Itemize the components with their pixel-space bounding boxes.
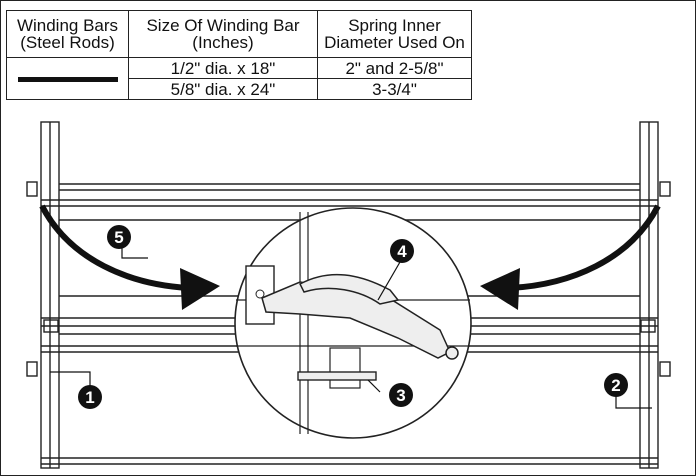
callout-label: 2: [611, 376, 620, 395]
diameter-cell: 3-3/4": [317, 78, 472, 100]
locking-pliers-icon: [261, 273, 459, 360]
header-line: (Inches): [192, 33, 254, 52]
callout-1: 1: [78, 385, 102, 409]
callout-3: 3: [389, 383, 413, 407]
header-winding-bars: Winding Bars (Steel Rods): [6, 10, 129, 58]
header-line: Size Of Winding Bar: [146, 16, 300, 35]
winding-bar-table: Winding Bars (Steel Rods) Size Of Windin…: [6, 10, 472, 100]
callout-label: 1: [85, 388, 94, 407]
header-line: Spring Inner: [348, 16, 441, 35]
detail-circle: [234, 207, 472, 439]
header-line: Diameter Used On: [324, 33, 465, 52]
diameter-cell: 2" and 2-5/8": [317, 57, 472, 79]
steel-rod-icon: [17, 77, 118, 83]
callout-2: 2: [604, 373, 628, 397]
table-row: 1/2" dia. x 18" 2" and 2-5/8": [6, 57, 472, 100]
size-cell: 1/2" dia. x 18": [128, 57, 318, 79]
header-size: Size Of Winding Bar (Inches): [128, 10, 318, 58]
table-row: 5/8" dia. x 24" 3-3/4": [7, 78, 472, 100]
header-line: Winding Bars: [16, 16, 119, 35]
winding-bar-swatch-cell: [6, 57, 129, 100]
rotation-arrows: [39, 204, 661, 310]
header-line: (Steel Rods): [20, 33, 115, 52]
callout-label: 3: [396, 386, 405, 405]
callout-label: 5: [114, 228, 123, 247]
callout-label: 4: [397, 242, 407, 261]
table-header-row: Winding Bars (Steel Rods) Size Of Windin…: [6, 10, 472, 58]
callout-5: 5: [107, 225, 131, 249]
winding-bar-icon: [297, 371, 377, 381]
callout-4: 4: [390, 239, 414, 263]
